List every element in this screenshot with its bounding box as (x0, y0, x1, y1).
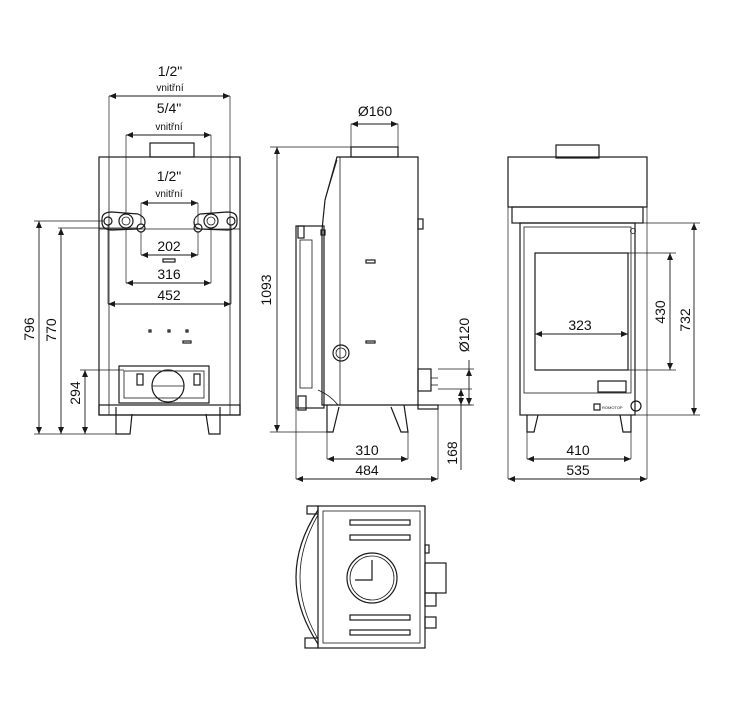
dim-535: 535 (566, 462, 590, 478)
dim-796: 796 (21, 317, 37, 341)
top-view (295, 505, 447, 649)
dim-770: 770 (43, 318, 59, 342)
dim-top-half-inch: 1/2" (158, 63, 182, 79)
dim-inner-half-inch: 1/2" (157, 168, 181, 184)
dim-410: 410 (566, 442, 590, 458)
dim-323: 323 (568, 317, 592, 333)
dim-484: 484 (355, 462, 379, 478)
right-view-glass (534, 252, 629, 371)
dim-168: 168 (444, 441, 460, 465)
dim-five-quarter: 5/4" (157, 100, 181, 116)
side-view-body (321, 156, 419, 406)
dim-452: 452 (157, 287, 181, 303)
front-view: 1/2" vnitřní 5/4" vnitřní 1/2" vnitřní 2… (21, 63, 241, 435)
side-view-door (295, 225, 325, 409)
side-view: Ø160 1093 Ø120 168 310 484 (258, 103, 474, 482)
dim-294: 294 (67, 381, 83, 405)
dim-top-half-inch-note: vnitřní (156, 83, 183, 94)
dim-316: 316 (157, 266, 181, 282)
right-view: ROMOTOP 323 430 732 410 535 (507, 144, 700, 482)
top-view-flue (346, 552, 398, 604)
dim-202: 202 (157, 238, 181, 254)
front-view-air-intake (118, 365, 210, 404)
dim-five-quarter-note: vnitřní (155, 122, 182, 133)
dim-430: 430 (652, 300, 668, 324)
dim-diameter-160: Ø160 (358, 103, 392, 119)
dim-1093: 1093 (258, 274, 274, 305)
dim-inner-half-inch-note: vnitřní (155, 189, 182, 200)
dim-310: 310 (355, 442, 379, 458)
brand-mark: ROMOTOP (602, 405, 623, 410)
dim-732: 732 (677, 308, 693, 332)
right-view-door (519, 222, 636, 416)
dim-diameter-120: Ø120 (456, 318, 472, 352)
